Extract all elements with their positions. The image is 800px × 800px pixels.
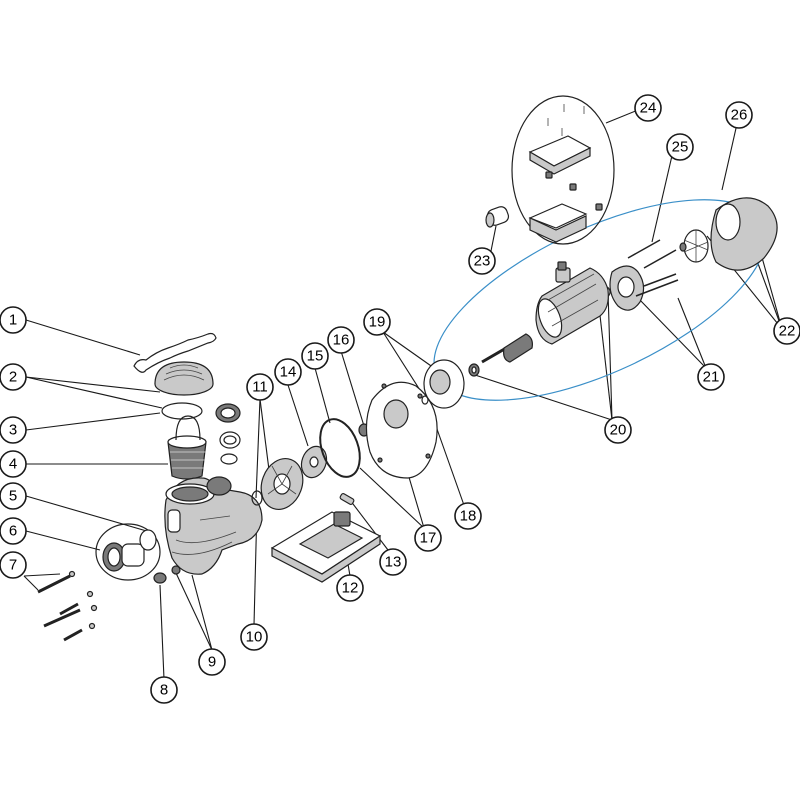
callout-label: 4 xyxy=(9,456,17,473)
callout-7: 7 xyxy=(0,551,27,579)
callout-label: 25 xyxy=(672,139,689,156)
callout-17: 17 xyxy=(414,524,442,552)
callout-14: 14 xyxy=(274,358,302,386)
callout-21: 21 xyxy=(697,363,725,391)
callout-label: 16 xyxy=(333,332,350,349)
pump-housing-part xyxy=(164,476,263,575)
callout-6: 6 xyxy=(0,517,27,545)
union-nut-part xyxy=(102,529,157,572)
callout-label: 15 xyxy=(307,348,324,365)
union-fittings-part xyxy=(215,403,241,465)
callout-24: 24 xyxy=(634,94,662,122)
callout-23: 23 xyxy=(468,247,496,275)
diffuser-o-ring-part xyxy=(251,490,263,506)
callout-label: 20 xyxy=(610,422,627,439)
motor-flange-part xyxy=(423,359,465,409)
seal-plate-o-ring-part xyxy=(319,418,361,478)
callout-label: 24 xyxy=(640,100,657,117)
callout-label: 3 xyxy=(9,422,17,439)
callout-label: 9 xyxy=(208,654,216,671)
diffuser-part xyxy=(260,458,304,510)
tie-rods-part xyxy=(627,239,679,297)
drain-plug-part xyxy=(153,565,181,584)
callout-16: 16 xyxy=(327,326,355,354)
callout-2: 2 xyxy=(0,363,27,391)
rotor-shaft-part xyxy=(481,333,533,364)
callout-label: 1 xyxy=(9,312,17,329)
callout-label: 8 xyxy=(160,682,168,699)
callout-1: 1 xyxy=(0,306,27,334)
fan-part xyxy=(679,229,709,263)
callout-label: 5 xyxy=(9,488,17,505)
callout-15: 15 xyxy=(301,342,329,370)
callout-3: 3 xyxy=(0,416,27,444)
electrical-box-group-outline xyxy=(511,95,615,245)
callout-label: 12 xyxy=(342,580,359,597)
capacitor-part xyxy=(485,206,510,228)
lid-o-ring-part xyxy=(161,402,203,420)
callout-label: 18 xyxy=(460,508,477,525)
callout-20: 20 xyxy=(604,416,632,444)
callout-4: 4 xyxy=(0,450,27,478)
bolts-part xyxy=(37,570,98,642)
callout-10: 10 xyxy=(240,623,268,651)
callout-label: 22 xyxy=(779,323,796,340)
flange-o-ring-part xyxy=(421,395,429,405)
callout-label: 26 xyxy=(731,107,748,124)
callout-11: 11 xyxy=(246,373,274,401)
callout-25: 25 xyxy=(666,133,694,161)
rear-bracket-part xyxy=(609,265,645,311)
union-group-outline xyxy=(95,523,161,581)
callout-9: 9 xyxy=(198,648,226,676)
callout-8: 8 xyxy=(150,676,178,704)
callout-label: 17 xyxy=(420,530,437,547)
callout-label: 10 xyxy=(246,629,263,646)
seal-plate-part xyxy=(365,381,438,479)
callout-label: 19 xyxy=(369,314,386,331)
callout-label: 23 xyxy=(474,253,491,270)
callout-label: 7 xyxy=(9,557,17,574)
callout-label: 6 xyxy=(9,523,17,540)
callout-26: 26 xyxy=(725,101,753,129)
shaft-key-part xyxy=(339,493,355,505)
callout-19: 19 xyxy=(363,308,391,336)
callout-label: 13 xyxy=(385,554,402,571)
callout-18: 18 xyxy=(454,502,482,530)
callout-label: 11 xyxy=(252,379,268,396)
callout-label: 2 xyxy=(9,369,17,386)
callout-label: 14 xyxy=(280,364,297,381)
lid-wrench-part xyxy=(133,332,217,373)
callout-12: 12 xyxy=(336,574,364,602)
pump-lid-part xyxy=(154,361,214,396)
strainer-basket-part xyxy=(167,415,207,480)
callout-13: 13 xyxy=(379,548,407,576)
callout-5: 5 xyxy=(0,482,27,510)
motor-stator-part xyxy=(535,261,609,345)
callout-22: 22 xyxy=(773,317,800,345)
callout-label: 21 xyxy=(703,369,720,386)
terminal-box-part xyxy=(528,104,603,243)
fan-cover-part xyxy=(710,197,778,271)
impeller-part xyxy=(300,445,328,479)
motor-base-part xyxy=(270,511,382,583)
